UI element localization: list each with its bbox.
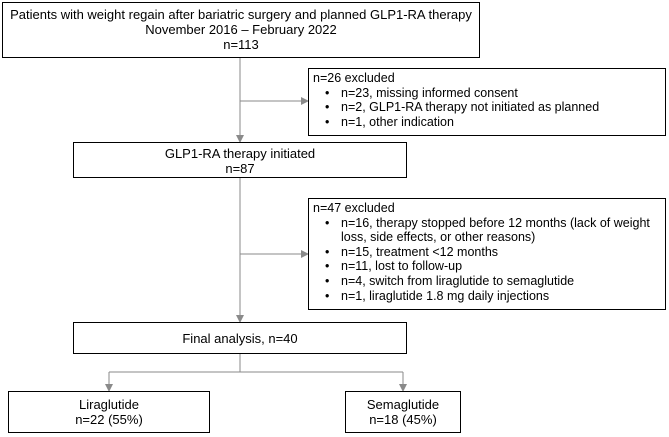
list-item: n=23, missing informed consent — [313, 86, 665, 101]
list-item: n=15, treatment <12 months — [313, 245, 665, 260]
box-semaglutide-line-1: Semaglutide — [366, 397, 440, 412]
box-semaglutide: Semaglutide n=18 (45%) — [345, 391, 461, 433]
list-item: n=1, liraglutide 1.8 mg daily injections — [313, 289, 665, 304]
box-liraglutide: Liraglutide n=22 (55%) — [8, 391, 210, 433]
list-item: n=11, lost to follow-up — [313, 259, 665, 274]
box-excluded-2-list: n=16, therapy stopped before 12 months (… — [313, 216, 665, 304]
list-item: n=2, GLP1-RA therapy not initiated as pl… — [313, 100, 665, 115]
box-excluded-1-title: n=26 excluded — [313, 71, 395, 85]
box-therapy-initiated: GLP1-RA therapy initiated n=87 — [73, 142, 407, 178]
box-therapy-initiated-line-1: GLP1-RA therapy initiated — [164, 146, 316, 161]
box-patients-total-line-2: November 2016 – February 2022 — [145, 22, 337, 37]
box-patients-total-line-3: n=113 — [223, 37, 259, 52]
box-excluded-2: n=47 excluded n=16, therapy stopped befo… — [308, 198, 666, 310]
box-final-analysis: Final analysis, n=40 — [73, 322, 407, 354]
box-patients-total-line-1: Patients with weight regain after bariat… — [10, 7, 472, 22]
box-liraglutide-line-2: n=22 (55%) — [75, 412, 143, 427]
list-item: n=16, therapy stopped before 12 months (… — [313, 216, 665, 245]
list-item: n=1, other indication — [313, 115, 665, 130]
box-therapy-initiated-line-2: n=87 — [225, 161, 255, 176]
box-patients-total: Patients with weight regain after bariat… — [2, 2, 480, 58]
box-excluded-1: n=26 excluded n=23, missing informed con… — [308, 68, 666, 136]
box-liraglutide-line-1: Liraglutide — [79, 397, 139, 412]
box-excluded-2-title: n=47 excluded — [313, 201, 395, 215]
list-item: n=4, switch from liraglutide to semaglut… — [313, 274, 665, 289]
box-final-analysis-line-1: Final analysis, n=40 — [182, 331, 298, 346]
box-excluded-1-list: n=23, missing informed consent n=2, GLP1… — [313, 86, 665, 130]
box-semaglutide-line-2: n=18 (45%) — [369, 412, 437, 427]
